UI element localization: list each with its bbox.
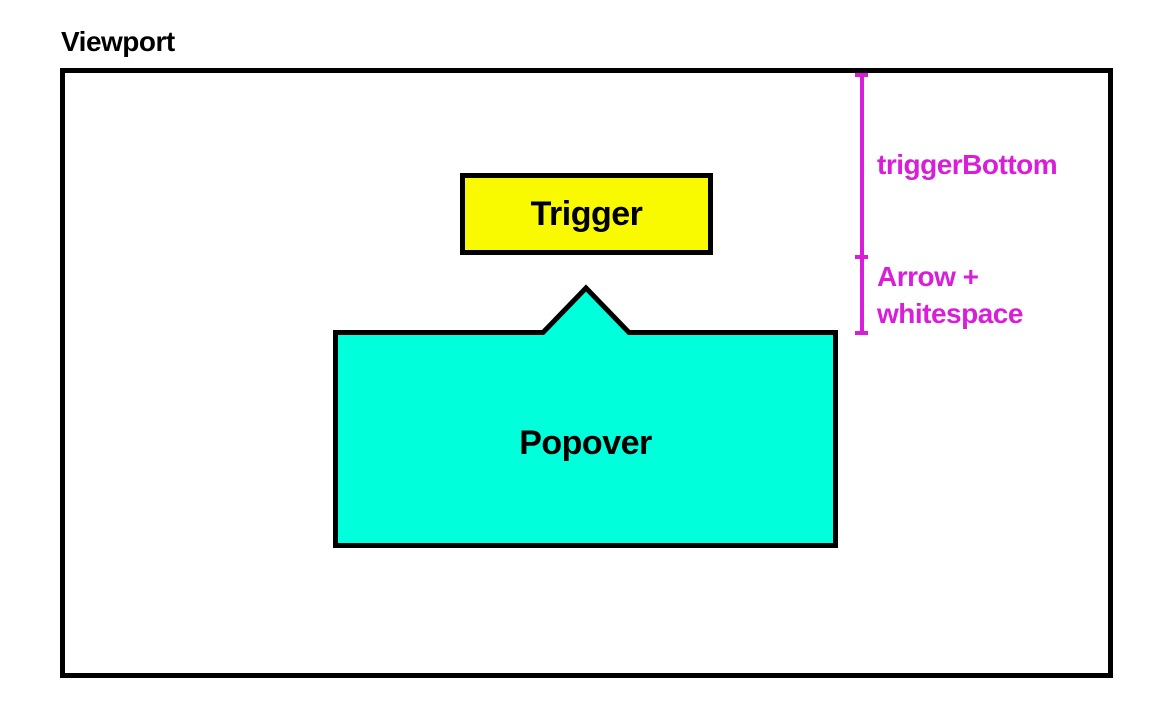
trigger-label: Trigger	[530, 194, 643, 233]
measurement-tick-popover-top	[855, 331, 868, 335]
popover-shape	[333, 284, 838, 548]
arrow-whitespace-line2: whitespace	[877, 298, 1023, 329]
viewport-label: Viewport	[61, 26, 175, 57]
arrow-whitespace-annotation: Arrow + whitespace	[877, 258, 1023, 332]
trigger-bottom-annotation: triggerBottom	[877, 149, 1058, 180]
viewport-box	[60, 68, 1113, 678]
arrow-whitespace-line1: Arrow +	[877, 261, 979, 292]
popover-label: Popover	[519, 424, 652, 462]
popover-with-arrow-path	[333, 284, 838, 548]
measurement-tick-trigger-bottom	[855, 255, 868, 259]
measurement-tick-viewport-top	[855, 73, 868, 77]
measurement-line	[860, 73, 864, 335]
trigger-box: Trigger	[460, 173, 713, 255]
